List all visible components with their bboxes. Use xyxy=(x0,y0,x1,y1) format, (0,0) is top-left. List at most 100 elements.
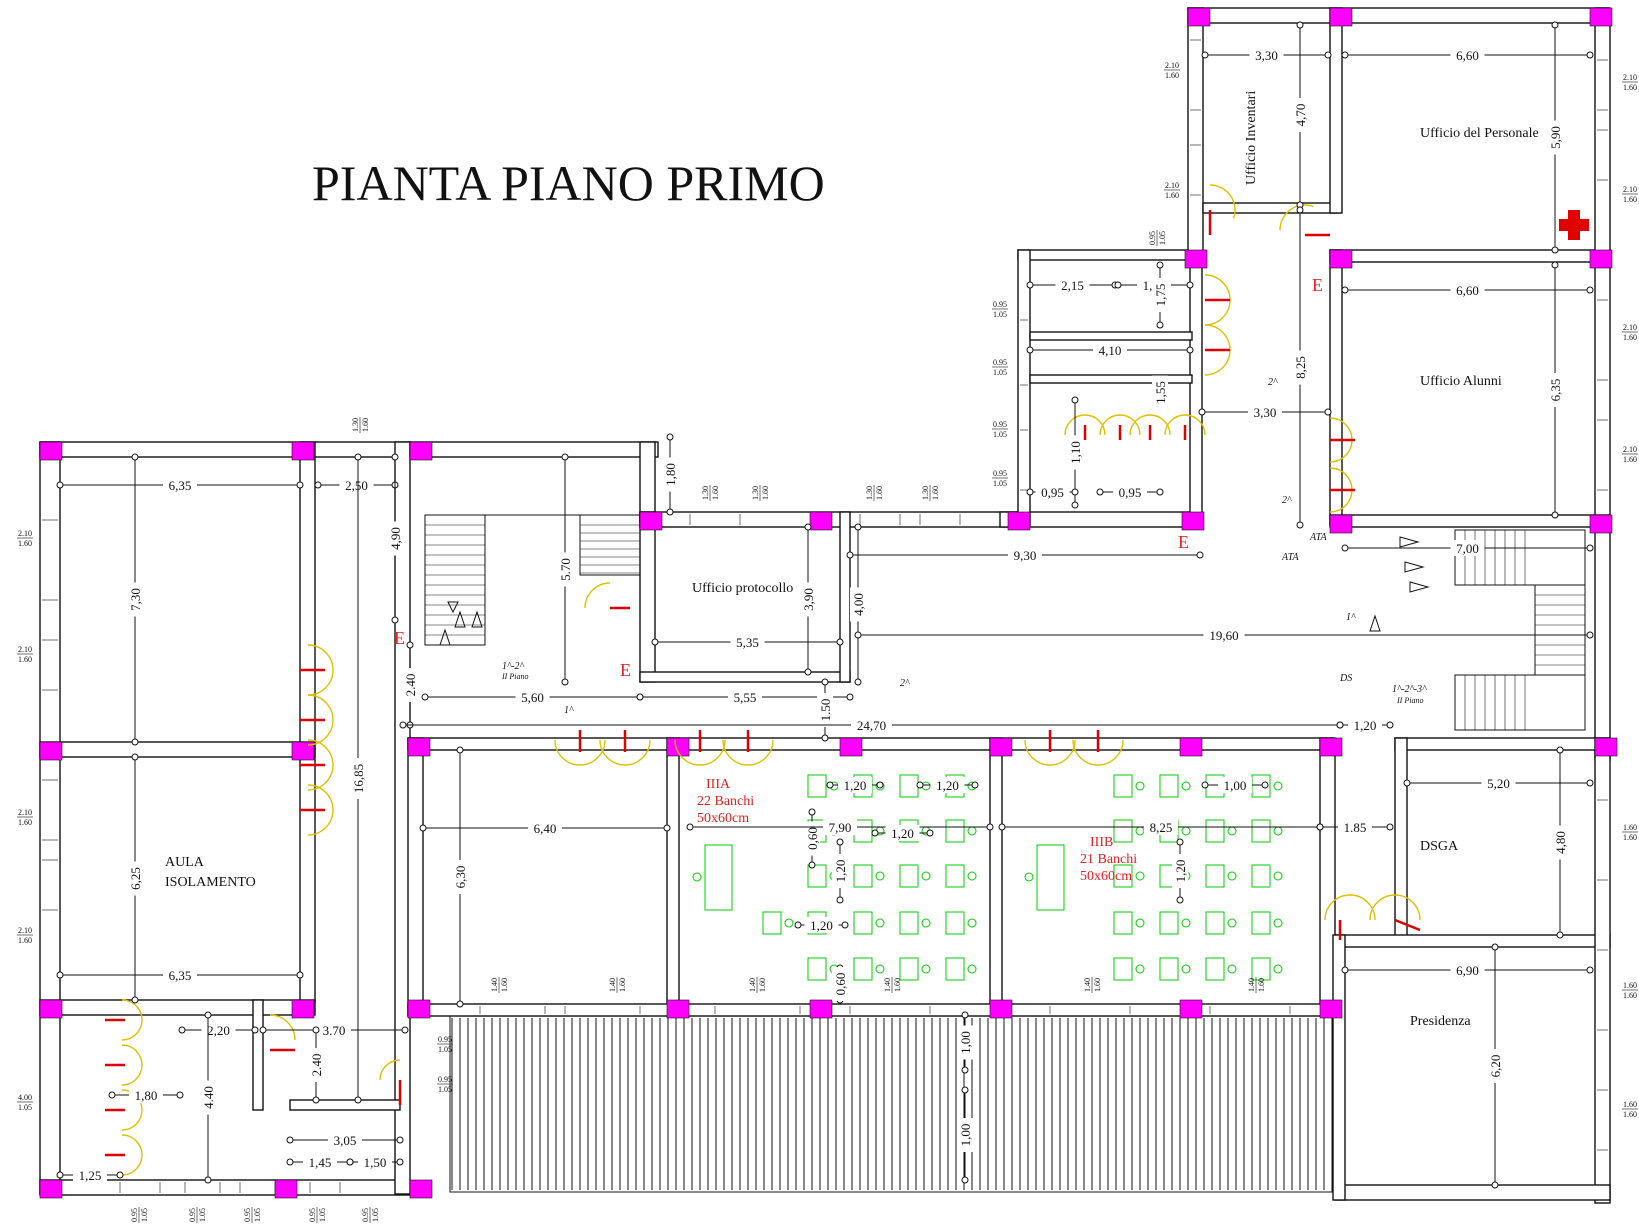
dimension-label-bg xyxy=(1481,775,1516,791)
window-mark-top: 2.10 xyxy=(1165,181,1179,190)
dimension-label: 3,30 xyxy=(1255,48,1278,63)
dimension-label: 7,30 xyxy=(128,588,143,611)
door-swing xyxy=(1369,894,1421,921)
dimension-label-bg xyxy=(201,1022,236,1038)
dimension-label: 5,55 xyxy=(734,690,757,705)
door-swing xyxy=(1024,739,1076,766)
room-label-dsga: DSGA xyxy=(1420,839,1459,854)
teacher-desk-iiia xyxy=(704,844,733,911)
level-marker-2-center: 2^ xyxy=(900,678,910,689)
dimension-tick xyxy=(131,453,139,461)
pillar xyxy=(1187,7,1211,27)
student-chair xyxy=(1273,826,1283,836)
dimension-label-bg xyxy=(387,521,403,556)
dimension-label-bg xyxy=(730,634,765,650)
dimension-tick xyxy=(1071,396,1079,404)
door-leaf xyxy=(1394,918,1421,932)
door-swing xyxy=(379,1059,401,1081)
window-mark-top: 0.95 xyxy=(993,300,1007,309)
dimension-tick xyxy=(354,453,362,461)
classroom-furniture xyxy=(692,774,1283,981)
window-mark-bottom: 1.05 xyxy=(993,310,1007,319)
window-mark-top: 0.95 xyxy=(361,1208,370,1222)
dimension-label: 1,20 xyxy=(891,826,914,841)
dimension-tick xyxy=(406,641,414,649)
pillar xyxy=(39,741,63,761)
dimension-label: 5,35 xyxy=(736,635,759,650)
student-chair xyxy=(1227,918,1237,928)
dimension-tick xyxy=(1201,781,1209,789)
dimension-tick xyxy=(1341,51,1349,59)
dimension-label-bg xyxy=(402,668,418,702)
student-desk xyxy=(1113,957,1133,981)
terrace-hatching xyxy=(449,1015,1333,1193)
classroom-iiib-desks: 21 Banchi xyxy=(1080,852,1137,867)
dimension-label: 4,80 xyxy=(1553,831,1568,854)
dimension-tick xyxy=(916,781,924,789)
student-desk xyxy=(1113,819,1133,843)
classroom-iiib-size: 50x60cm xyxy=(1080,869,1132,884)
structural-pillars xyxy=(39,7,1618,1199)
pillar xyxy=(1589,249,1613,269)
window-mark: 2.101.60 xyxy=(17,645,33,664)
door-swing xyxy=(269,1014,296,1041)
dimension-tick xyxy=(1403,779,1411,787)
dimension-tick xyxy=(131,996,139,1004)
dimension-label: 1,80 xyxy=(135,1088,158,1103)
window-mark-bottom: 1.05 xyxy=(1158,231,1167,245)
door-swing xyxy=(722,739,774,766)
dimension-tick xyxy=(961,1011,969,1019)
window-mark: 0.951.05 xyxy=(992,469,1008,488)
dimension-tick xyxy=(846,551,854,559)
dimension-tick xyxy=(926,829,934,837)
dimension-label-bg xyxy=(200,1080,216,1115)
student-chair xyxy=(921,964,931,974)
dimension-label-bg xyxy=(1203,627,1245,643)
window-mark-bottom: 1.05 xyxy=(993,430,1007,439)
student-desk xyxy=(945,819,965,843)
window-mark-top: 0.95 xyxy=(1148,231,1157,245)
dimension-label: 24,70 xyxy=(857,718,886,733)
classroom-iiia-desks: 22 Banchi xyxy=(697,794,754,809)
dimension-label: 1,00 xyxy=(958,1124,973,1147)
pillar xyxy=(1589,514,1613,534)
dimension-label-bg xyxy=(328,1132,362,1148)
student-chair xyxy=(921,871,931,881)
dimension-tick xyxy=(1586,544,1594,552)
pillar xyxy=(39,441,63,461)
student-desk xyxy=(1113,774,1133,798)
window-mark-bottom: 1.60 xyxy=(1623,991,1637,1000)
window-mark-bottom: 1.60 xyxy=(1623,833,1637,842)
dimension-label-bg xyxy=(1113,484,1147,500)
window-mark-bottom: 1.60 xyxy=(758,978,767,992)
dimension-tick xyxy=(1586,51,1594,59)
dimension-tick xyxy=(456,1000,464,1008)
window-mark-bottom: 1.05 xyxy=(993,479,1007,488)
dimension-label: 7,00 xyxy=(1456,541,1479,556)
window-mark-bottom: 1.60 xyxy=(893,978,902,992)
dimension-label-bg xyxy=(1035,484,1070,500)
dimension-label-bg xyxy=(163,477,197,493)
window-mark-top: 1.40 xyxy=(608,978,617,992)
dimension-label: 1,50 xyxy=(364,1155,387,1170)
dimension-tick xyxy=(961,1086,969,1094)
dimension-tick xyxy=(854,523,862,531)
pillar xyxy=(666,737,690,757)
student-desk xyxy=(807,774,827,798)
student-chair xyxy=(1181,964,1191,974)
pillar xyxy=(1319,737,1343,757)
dimension-label: 6,30 xyxy=(453,866,468,889)
window-mark-top: 0.95 xyxy=(188,1208,197,1222)
dimension-tick xyxy=(871,829,879,837)
dimension-tick xyxy=(998,823,1006,831)
dimension-label-bg xyxy=(1152,375,1168,410)
dimension-tick xyxy=(1261,781,1269,789)
student-chair xyxy=(1227,826,1237,836)
dimension-tick xyxy=(1156,321,1164,329)
dimension-label-bg xyxy=(127,582,143,617)
window-mark-bottom: 1.60 xyxy=(1623,333,1637,342)
